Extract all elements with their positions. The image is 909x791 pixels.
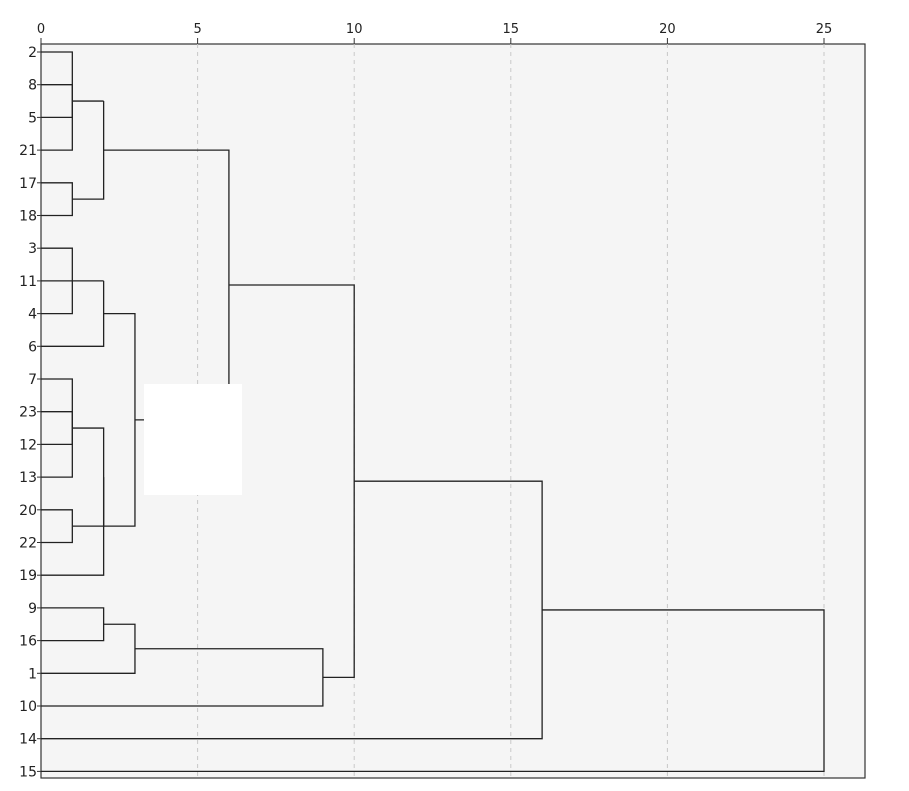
- dendrogram-link: [72, 101, 105, 200]
- dendrogram-links: [41, 51, 825, 773]
- leaf-label: 20: [19, 503, 37, 519]
- x-tick-label: 15: [503, 22, 520, 37]
- leaf-label: 12: [19, 437, 37, 453]
- leaf-label: 3: [28, 241, 37, 257]
- leaf-label: 16: [19, 634, 37, 650]
- leaf-label: 8: [28, 78, 37, 94]
- leaf-label: 18: [19, 209, 37, 225]
- leaf-label: 2: [28, 45, 37, 61]
- x-tick-label: 5: [193, 22, 201, 37]
- dendrogram-link: [41, 477, 105, 576]
- dendrogram-link: [41, 280, 105, 347]
- leaf-label: 7: [28, 372, 37, 388]
- leaf-label: 5: [28, 110, 37, 126]
- leaf-label: 1: [28, 666, 37, 682]
- white-mask-box: [144, 384, 242, 495]
- leaf-label: 19: [19, 568, 37, 584]
- x-tick-label: 25: [816, 22, 833, 37]
- dendrogram-link: [41, 609, 825, 773]
- leaf-label: 23: [19, 405, 37, 421]
- leaf-label: 4: [28, 307, 37, 323]
- leaf-label: 14: [19, 732, 37, 748]
- x-axis: 0 5 10 15 20 25: [37, 22, 832, 44]
- leaf-label: 21: [19, 143, 37, 159]
- leaf-label: 10: [19, 699, 37, 715]
- leaf-label: 11: [19, 274, 37, 290]
- x-tick-label: 0: [37, 22, 45, 37]
- leaf-labels: 2 8 5 21 17 18 3 11 4 6 7 23 12 13 20 22 19 9 16 1 10 14 15: [19, 45, 41, 780]
- leaf-label: 6: [28, 339, 37, 355]
- leaf-label: 22: [19, 536, 37, 552]
- x-tick-label: 20: [659, 22, 676, 37]
- leaf-label: 17: [19, 176, 37, 192]
- x-tick-label: 10: [346, 22, 363, 37]
- leaf-label: 15: [19, 764, 37, 780]
- leaf-label: 9: [28, 601, 37, 617]
- leaf-label: 13: [19, 470, 37, 486]
